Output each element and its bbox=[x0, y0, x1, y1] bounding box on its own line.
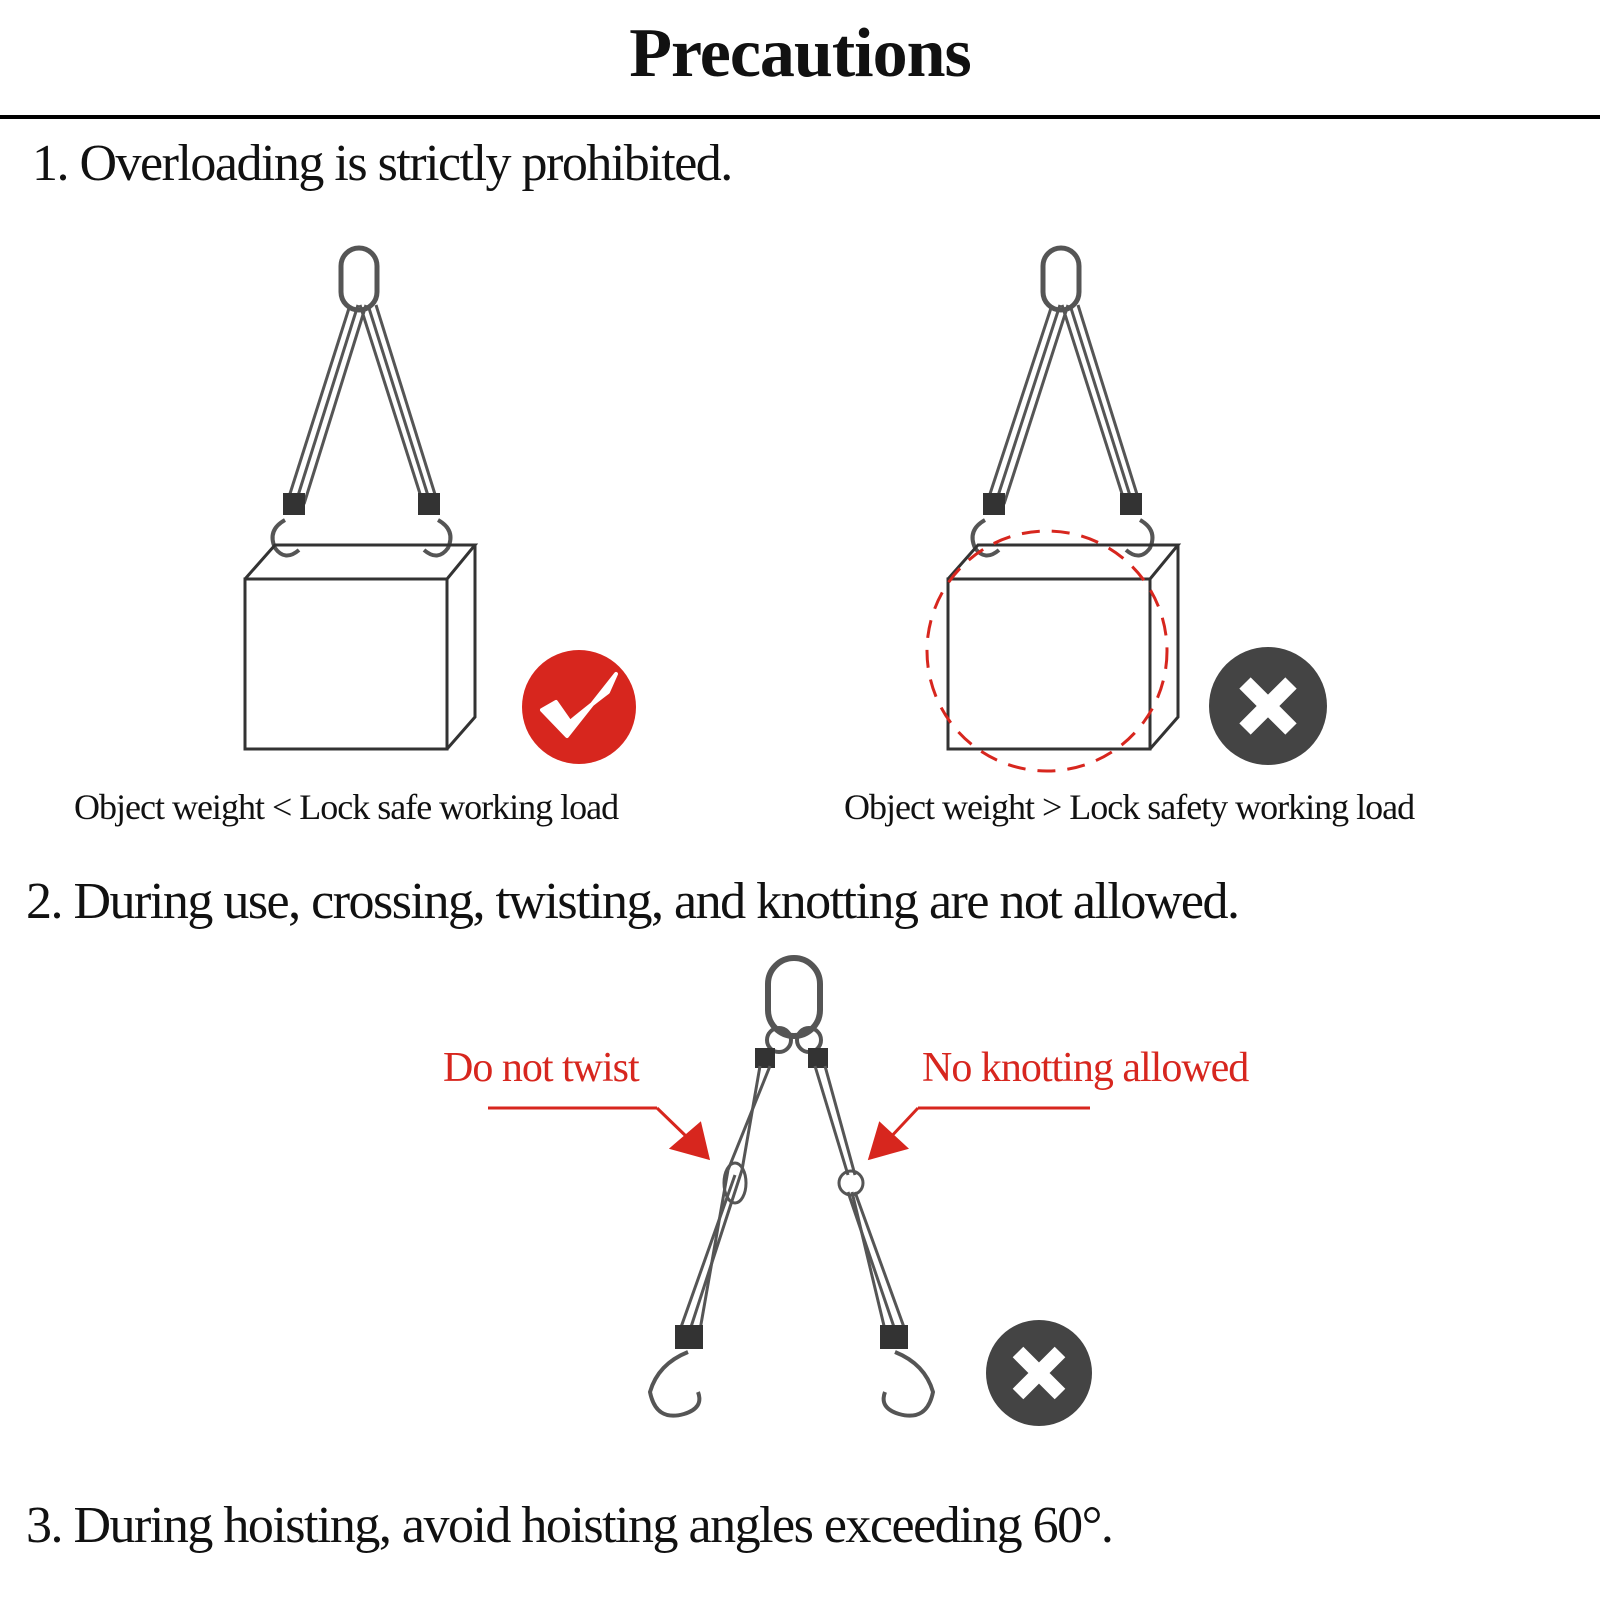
check-icon bbox=[522, 650, 636, 764]
caption-safe-load: Object weight < Lock safe working load bbox=[74, 787, 619, 827]
section-1-heading: 1. Overloading is strictly prohibited. bbox=[32, 135, 733, 192]
overload-highlight-circle bbox=[925, 529, 1169, 773]
page-title: Precautions bbox=[629, 15, 972, 92]
twist-pointer-arrow bbox=[488, 1106, 711, 1161]
knot-pointer-arrow bbox=[867, 1106, 1090, 1161]
cross-icon bbox=[986, 1320, 1092, 1426]
caption-overload: Object weight > Lock safety working load bbox=[844, 787, 1415, 827]
section-2-heading: 2. During use, crossing, twisting, and k… bbox=[26, 873, 1240, 930]
section-3-heading: 3. During hoisting, avoid hoisting angle… bbox=[26, 1497, 1114, 1554]
sling-twist-knot-illustration bbox=[647, 955, 936, 1418]
label-do-not-twist: Do not twist bbox=[443, 1045, 640, 1091]
sling-overload-illustration bbox=[925, 245, 1182, 773]
cross-icon bbox=[1209, 647, 1327, 765]
label-no-knotting: No knotting allowed bbox=[922, 1045, 1249, 1091]
title-divider bbox=[0, 115, 1600, 119]
sling-ok-illustration bbox=[243, 245, 479, 751]
